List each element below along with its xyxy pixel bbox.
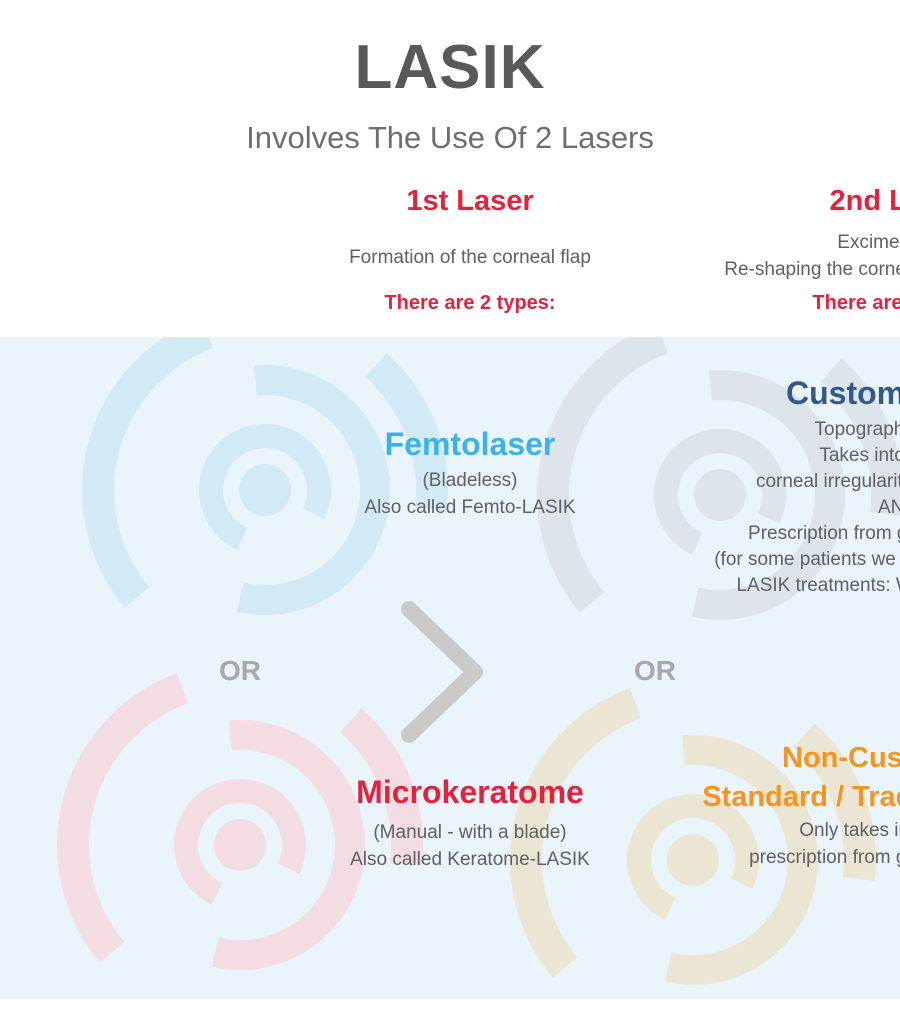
custom-lasik-line: Prescription from glasses / contacts: [748, 523, 900, 544]
femtolaser-description: (Bladeless) Also called Femto-LASIK: [20, 467, 900, 521]
noncustomised-description: Only takes into account prescription fro…: [448, 817, 900, 871]
custom-lasik-line: Topography-Guided: [814, 419, 900, 440]
second-laser-heading: 2nd Laser: [829, 185, 900, 217]
or-label-left: OR: [219, 655, 261, 686]
page-subtitle: Involves The Use Of 2 Lasers: [246, 120, 654, 155]
page-title: LASIK: [354, 33, 546, 102]
noncustomised-heading-line1: Non-Customised: [782, 742, 900, 774]
femtolaser-line: (Bladeless): [422, 470, 518, 491]
custom-lasik-description: Topography-Guided Takes into account cor…: [448, 417, 900, 599]
femtolaser-heading: Femtolaser: [384, 426, 556, 462]
custom-lasik-line: LASIK treatments: WFG or Custom Q): [736, 575, 900, 596]
noncustomised-heading-line2: Standard / Traditional LASIK: [702, 781, 900, 813]
femtolaser-line: Also called Femto-LASIK: [364, 497, 576, 518]
custom-lasik-heading: Custom LASIK: [786, 375, 900, 411]
options-section: Femtolaser (Bladeless) Also called Femto…: [0, 337, 900, 999]
second-laser-description: Excimer Laser Re-shaping the cornea (vis…: [448, 229, 900, 283]
second-laser-line: Re-shaping the cornea (vision correction…: [724, 259, 900, 280]
microkeratome-line: (Manual - with a blade): [373, 822, 567, 843]
microkeratome-description: (Manual - with a blade) Also called Kera…: [20, 819, 900, 873]
first-laser-types-label: There are 2 types:: [384, 292, 556, 314]
custom-lasik-line: corneal irregularities (aberrations): [755, 471, 900, 492]
custom-lasik-line: AND: [877, 497, 900, 518]
noncustomised-line: Only takes into account: [799, 820, 900, 841]
microkeratome-heading: Microkeratome: [356, 774, 584, 810]
first-laser-line: Formation of the corneal flap: [349, 247, 591, 268]
custom-lasik-line: Takes into account: [819, 445, 900, 466]
microkeratome-line: Also called Keratome-LASIK: [350, 849, 590, 870]
noncustomised-line: prescription from glasses / contacts: [749, 847, 900, 868]
first-laser-description: Formation of the corneal flap: [20, 244, 900, 271]
second-laser-line: Excimer Laser: [837, 232, 900, 253]
custom-lasik-line: (for some patients we use other customis…: [714, 549, 900, 570]
first-laser-heading: 1st Laser: [406, 185, 534, 217]
second-laser-types-label: There are 2 types:: [812, 292, 900, 314]
or-label-right: OR: [634, 655, 676, 686]
chevron-right-icon: [401, 601, 483, 743]
